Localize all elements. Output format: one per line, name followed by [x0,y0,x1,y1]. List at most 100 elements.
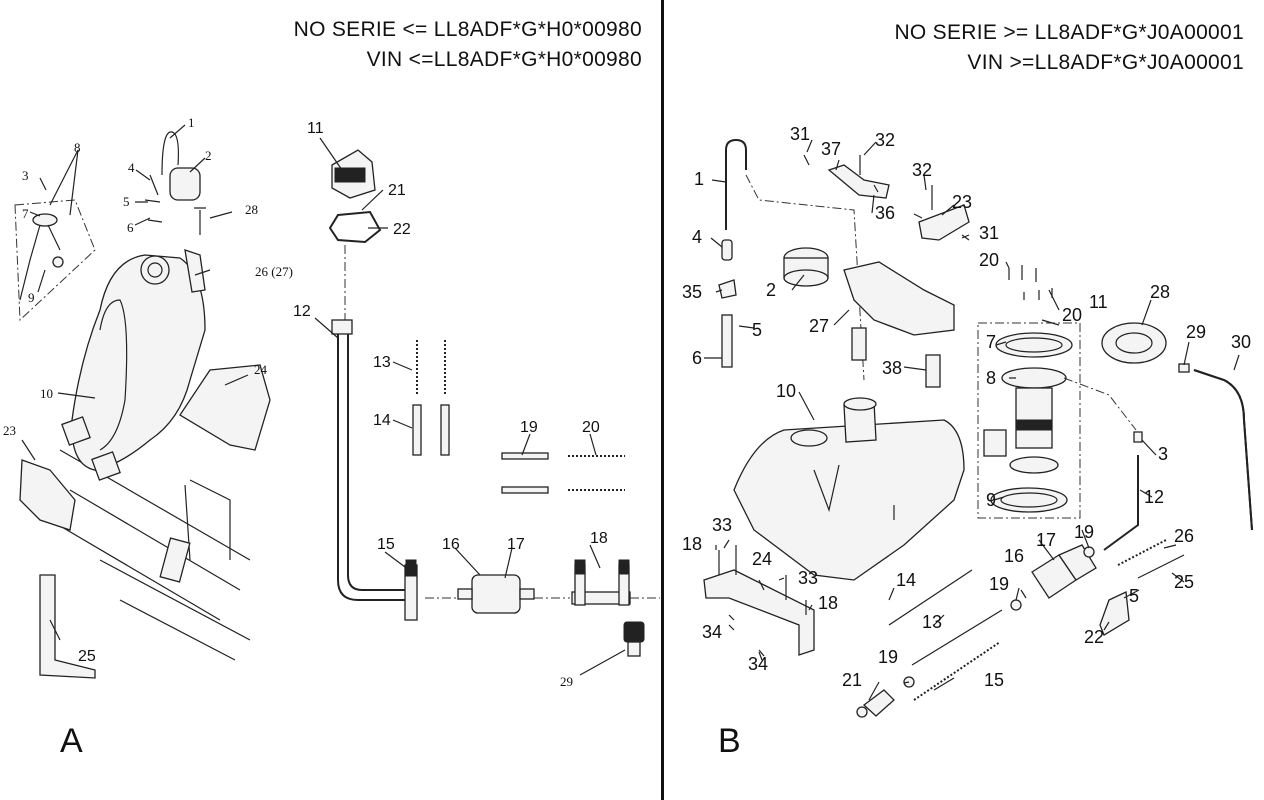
callout-a-11: 11 [307,120,324,137]
callout-a-18: 18 [590,530,608,547]
fuel-filter-a [425,574,570,614]
callout-a-2: 2 [205,148,212,163]
callout-a-23: 23 [3,423,16,438]
callout-b-19-a: 19 [1074,522,1094,542]
callout-b-1: 1 [694,169,704,189]
callout-b-25: 25 [1174,572,1194,592]
callout-b-33-b: 33 [798,568,818,588]
callout-b-23: 23 [952,192,972,212]
callout-a-28: 28 [245,202,258,217]
callout-a-26-27: 26 (27) [255,264,293,279]
filler-cap-b [783,247,829,287]
fuel-line-b [1063,377,1143,551]
panel-a-serial-range: NO SERIE <= LL8ADF*G*H0*00980 [293,18,642,41]
fuel-pump-a [328,149,382,320]
callout-b-24: 24 [752,549,772,569]
valve-29-a [623,621,645,657]
callout-a-16: 16 [442,536,460,553]
bracket-25-a [39,574,96,679]
callout-b-20-b: 20 [1062,305,1082,325]
callout-a-3: 3 [22,168,29,183]
breather-tube-b [718,138,865,381]
panel-b: NO SERIE >= LL8ADF*G*J0A00001 VIN >=LL8A… [664,0,1264,800]
callout-b-16: 16 [1004,546,1024,566]
panel-b-header: NO SERIE >= LL8ADF*G*J0A00001 VIN >=LL8A… [894,18,1244,78]
callout-a-14: 14 [373,412,391,429]
callout-b-21: 21 [842,670,862,690]
callout-b-18-a: 18 [682,534,702,554]
callout-b-34-b: 34 [748,654,768,674]
connector-15-a [404,559,418,621]
callout-b-32-mid: 32 [912,160,932,180]
callout-a-9: 9 [28,290,35,305]
callout-a-8: 8 [74,140,81,155]
tee-connector-a [571,559,660,606]
callout-b-36: 36 [875,203,895,223]
fuel-pump-module-b [977,322,1081,519]
callout-b-18-b: 18 [818,593,838,613]
callout-a-25: 25 [78,648,96,665]
spacers-38-b [851,327,941,388]
callout-b-12: 12 [1144,487,1164,507]
callout-a-17: 17 [507,536,525,553]
panel-a-letter: A [60,722,83,760]
callout-a-12: 12 [293,303,311,320]
callout-b-32-top: 32 [875,130,895,150]
fuel-tank-a [61,254,206,481]
callout-a-13: 13 [373,354,391,371]
callout-a-29: 29 [560,674,573,689]
callout-b-35: 35 [682,282,702,302]
cap-and-breather-a [144,131,201,223]
callout-a-22: 22 [393,221,411,238]
panel-divider [661,0,664,800]
fuel-line-a [337,330,410,601]
fuel-filter-b [1010,544,1097,611]
callout-b-22: 22 [1084,627,1104,647]
panel-a: NO SERIE <= LL8ADF*G*H0*00980 VIN <=LL8A… [3,15,660,760]
callout-b-17: 17 [1036,530,1056,550]
callout-a-21: 21 [388,182,406,199]
callout-b-26: 26 [1174,526,1194,546]
callout-a-24: 24 [254,362,268,377]
panel-a-header: NO SERIE <= LL8ADF*G*H0*00980 VIN <=LL8A… [294,15,642,75]
callout-b-19-c: 19 [878,647,898,667]
callouts-b: 1 4 35 5 6 31 37 32 36 2 27 38 32 23 31 … [682,124,1251,690]
callout-b-3: 3 [1158,444,1168,464]
callout-b-13: 13 [922,612,942,632]
callout-b-31-top: 31 [790,124,810,144]
line-clamp-a [331,319,353,335]
callout-b-37: 37 [821,139,841,159]
gauge-sender-a [14,199,96,322]
callout-b-30: 30 [1231,332,1251,352]
panel-a-vin-range: VIN <=LL8ADF*G*H0*00980 [366,48,642,71]
springs-13-a [416,340,446,395]
panel-a-exploded-diagram: 1 2 3 4 5 6 7 8 9 10 23 24 25 26 (27) 28… [3,115,660,689]
frame-rails-a [49,449,251,661]
callout-b-28: 28 [1150,282,1170,302]
callout-a-15: 15 [377,536,395,553]
callout-b-6: 6 [692,348,702,368]
callout-a-7: 7 [22,206,29,221]
callout-a-19: 19 [520,419,538,436]
callout-a-20: 20 [582,419,600,436]
callout-b-29: 29 [1186,322,1206,342]
callout-b-5-b: 5 [1129,586,1139,606]
top-brackets-b [803,154,970,241]
callout-b-19-b: 19 [989,574,1009,594]
callout-b-14: 14 [896,570,916,590]
callout-b-27: 27 [809,316,829,336]
callout-a-1: 1 [188,115,195,130]
spring-hose-b [1117,539,1185,579]
callout-b-9: 9 [986,490,996,510]
callout-b-33-a: 33 [712,515,732,535]
callout-a-10: 10 [40,386,53,401]
callouts-a: 1 2 3 4 5 6 7 8 9 10 23 24 25 26 (27) 28… [3,115,608,689]
callout-a-6: 6 [127,220,134,235]
connector-21-b [856,676,915,718]
callout-a-4: 4 [128,160,135,175]
callout-b-8: 8 [986,368,996,388]
heat-shield-a [179,364,271,451]
callout-b-31-mid: 31 [979,223,999,243]
callout-b-34-a: 34 [702,622,722,642]
fuel-tank-b [733,397,965,581]
